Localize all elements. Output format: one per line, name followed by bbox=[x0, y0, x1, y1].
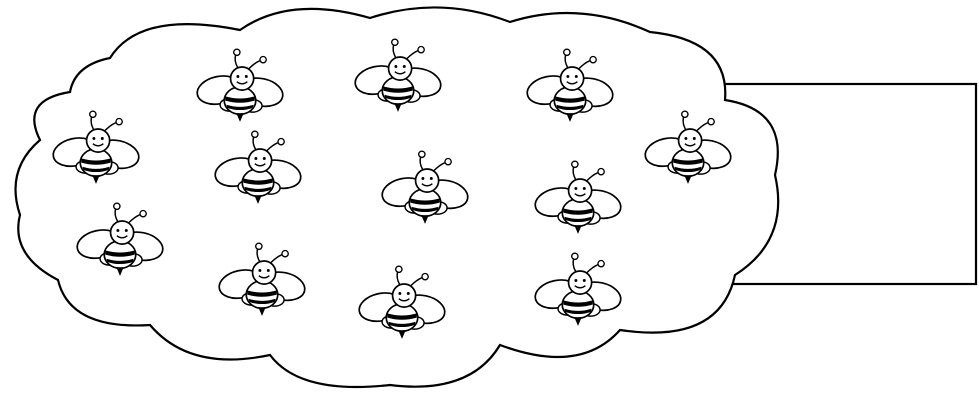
bee-counting-diagram bbox=[14, 6, 978, 389]
